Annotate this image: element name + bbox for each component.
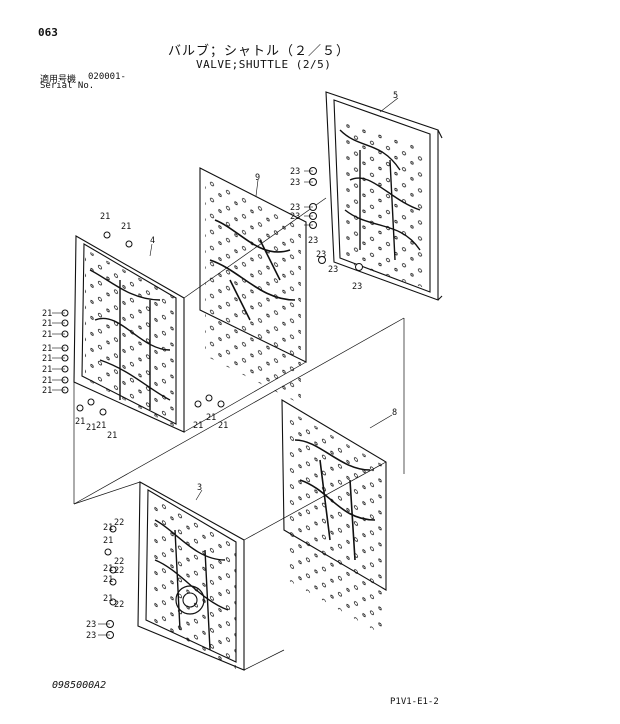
page-code: P1V1-E1-2 (390, 697, 439, 707)
callout-23: 23 (86, 631, 96, 641)
callout-4: 4 (150, 236, 155, 246)
callout-21: 21 (75, 417, 85, 427)
callout-23: 23 (316, 250, 326, 260)
callout-21: 21 (100, 212, 110, 222)
callout-21: 21 (103, 594, 113, 604)
callout-21: 21 (42, 354, 52, 364)
serial-value: 020001- (88, 72, 126, 82)
callout-labels: 5 9 4 8 3 23 23 23 23 23 23 23 23 21 21 … (42, 91, 398, 641)
callout-21: 21 (42, 330, 52, 340)
serial-label-japanese: 適用号機 (40, 75, 77, 85)
callout-3: 3 (197, 483, 202, 493)
callout-9: 9 (255, 173, 260, 183)
title-japanese: バルブ；シャトル（２／５） (168, 44, 351, 59)
title-english: VALVE;SHUTTLE (2/5) (196, 58, 332, 71)
valve-body-part-5 (325, 91, 443, 301)
callout-21: 21 (96, 421, 106, 431)
callout-21: 21 (103, 523, 113, 533)
leader-lines (52, 97, 399, 636)
callout-23: 23 (328, 265, 338, 275)
callout-21: 21 (42, 344, 52, 354)
callout-23: 23 (308, 236, 318, 246)
document-code: 0985000A2 (52, 680, 107, 691)
callout-21: 21 (42, 376, 52, 386)
callout-21: 21 (103, 564, 113, 574)
callout-21: 21 (107, 431, 117, 441)
callout-23: 23 (290, 167, 300, 177)
callout-21: 21 (42, 319, 52, 329)
page-number: 063 (38, 26, 58, 39)
callout-21: 21 (218, 421, 228, 431)
valve-body-part-3 (137, 481, 245, 674)
callout-22: 22 (114, 566, 124, 576)
callout-21: 21 (121, 222, 131, 232)
callout-21: 21 (206, 413, 216, 423)
alignment-lines (73, 197, 405, 671)
callout-21: 21 (42, 309, 52, 319)
callout-21: 21 (103, 536, 113, 546)
callout-21: 21 (42, 365, 52, 375)
callout-23: 23 (290, 203, 300, 213)
callout-23: 23 (290, 178, 300, 188)
callout-23: 23 (290, 212, 300, 222)
callout-21: 21 (86, 423, 96, 433)
callout-8: 8 (392, 408, 397, 418)
callout-5: 5 (393, 91, 398, 101)
callout-21: 21 (103, 575, 113, 585)
plate-part-8 (281, 399, 387, 635)
callout-22: 22 (114, 600, 124, 610)
callout-22: 22 (114, 557, 124, 567)
callout-23: 23 (352, 282, 362, 292)
callout-21: 21 (193, 421, 203, 431)
callout-22: 22 (114, 518, 124, 528)
callout-23: 23 (86, 620, 96, 630)
callout-21: 21 (42, 386, 52, 396)
serial-label-english: Serial No. (40, 81, 95, 91)
